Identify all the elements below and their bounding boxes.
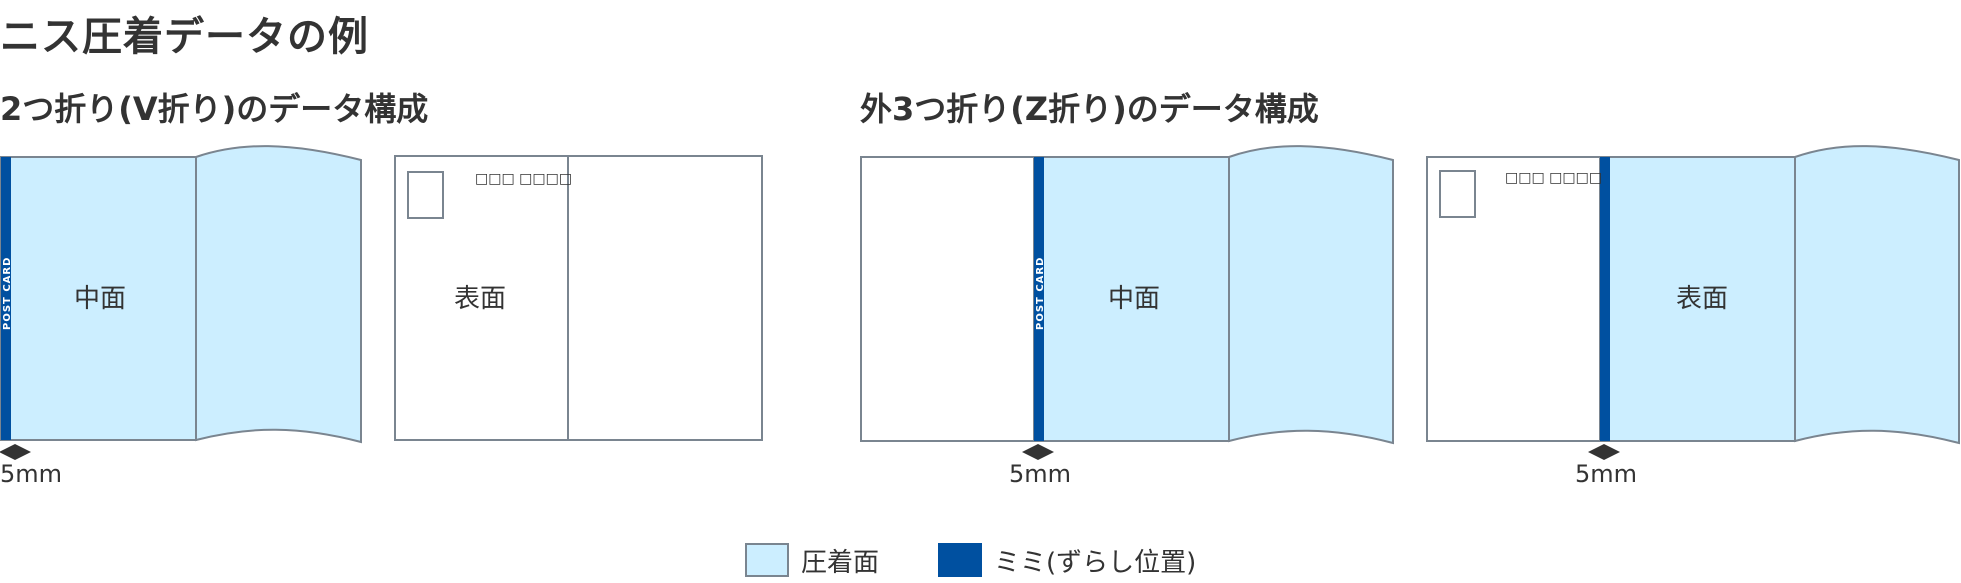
v-front-panel: [394, 155, 763, 441]
z-inner-dimension-label: 5mm: [1009, 460, 1071, 488]
legend-adhesive-swatch: [745, 543, 789, 577]
z-inner-margin-strip: [1034, 157, 1044, 441]
z-inner-label: 中面: [1108, 284, 1160, 314]
v-fold-heading: 2つ折り(V折り)のデータ構成: [0, 90, 429, 128]
z-postal-code-boxes: □□□ □□□□: [1505, 170, 1602, 186]
legend-margin: ミミ(ずらし位置): [938, 542, 1196, 578]
z-inner-left-panel: [860, 156, 1035, 442]
v-front-label: 表面: [454, 284, 506, 314]
page-title: ニス圧着データの例: [0, 14, 369, 60]
legend-margin-label: ミミ(ずらし位置): [994, 547, 1197, 578]
z-front-margin-strip: [1600, 157, 1610, 441]
v-inner-label: 中面: [74, 284, 126, 314]
z-inner-spine-text: POST CARD: [1035, 257, 1046, 330]
v-inner-spine-text: POST CARD: [2, 257, 13, 330]
z-stamp-box: [1439, 170, 1476, 218]
v-fold-front: □□□ □□□□ 表面: [394, 155, 763, 441]
legend-margin-swatch: [938, 543, 982, 577]
v-dimension-label: 5mm: [0, 460, 62, 488]
z-inner-middle-panel: [1033, 156, 1230, 442]
legend-adhesive: 圧着面: [745, 542, 879, 578]
v-postal-code-boxes: □□□ □□□□: [475, 171, 572, 187]
v-stamp-box: [407, 171, 444, 219]
v-inner-margin-strip: [1, 157, 11, 440]
z-inner-right-flap: [1228, 145, 1394, 445]
z-front-dimension-label: 5mm: [1575, 460, 1637, 488]
legend-adhesive-label: 圧着面: [801, 547, 880, 578]
v-fold-inner: POST CARD 中面 5mm: [0, 145, 362, 488]
z-fold-front: □□□ □□□□ 表面 5mm: [1426, 145, 1960, 488]
z-front-label: 表面: [1676, 284, 1728, 314]
z-front-right-flap: [1794, 145, 1960, 445]
z-fold-inner: POST CARD 中面 5mm: [860, 145, 1394, 488]
z-fold-heading: 外3つ折り(Z折り)のデータ構成: [860, 90, 1319, 128]
v-inner-right-flap: [195, 145, 362, 444]
